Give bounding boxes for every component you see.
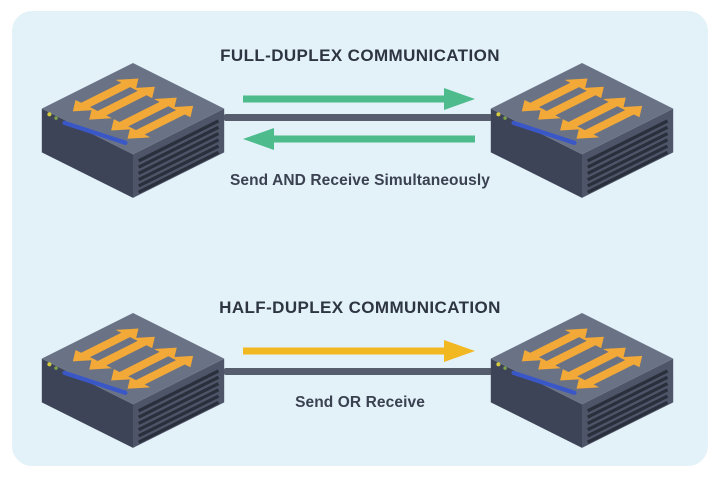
traffic-arrows-icon	[72, 78, 194, 139]
port-stripe	[511, 120, 577, 145]
port-stripe	[511, 370, 577, 395]
network-switch	[487, 310, 677, 450]
network-switch	[487, 60, 677, 200]
status-led-icons	[496, 362, 507, 370]
traffic-arrows-icon	[521, 78, 643, 139]
vent-slats	[137, 369, 220, 444]
port-stripe	[62, 370, 128, 395]
network-cable	[224, 114, 492, 121]
status-led-icons	[47, 362, 58, 370]
vent-slats	[586, 119, 669, 194]
port-stripe	[62, 120, 128, 145]
switch-front-face	[490, 108, 582, 198]
traffic-arrows-icon	[521, 328, 643, 389]
switch-front-face	[41, 358, 133, 448]
switch-front-face	[490, 358, 582, 448]
send-arrow-icon	[243, 88, 475, 110]
switch-top-face	[490, 313, 674, 405]
card-background: FULL-DUPLEX COMMUNICATION	[12, 11, 708, 466]
vent-slats	[586, 369, 669, 444]
vent-slats	[137, 119, 220, 194]
full-duplex-title: FULL-DUPLEX COMMUNICATION	[220, 46, 500, 65]
status-led-icons	[47, 112, 58, 120]
full-duplex-caption: Send AND Receive Simultaneously	[229, 172, 491, 189]
switch-top-face	[41, 63, 225, 155]
status-led-icons	[496, 112, 507, 120]
switch-top-face	[490, 63, 674, 155]
switch-top-face	[41, 313, 225, 405]
half-duplex-caption: Send OR Receive	[295, 394, 425, 411]
network-switch	[38, 60, 228, 200]
switch-front-face	[41, 108, 133, 198]
traffic-arrows-icon	[72, 328, 194, 389]
half-duplex-title: HALF-DUPLEX COMMUNICATION	[219, 298, 501, 317]
send-or-receive-arrow-icon	[243, 340, 475, 362]
network-switch	[38, 310, 228, 450]
network-cable	[224, 368, 492, 375]
receive-arrow-icon	[243, 128, 475, 150]
